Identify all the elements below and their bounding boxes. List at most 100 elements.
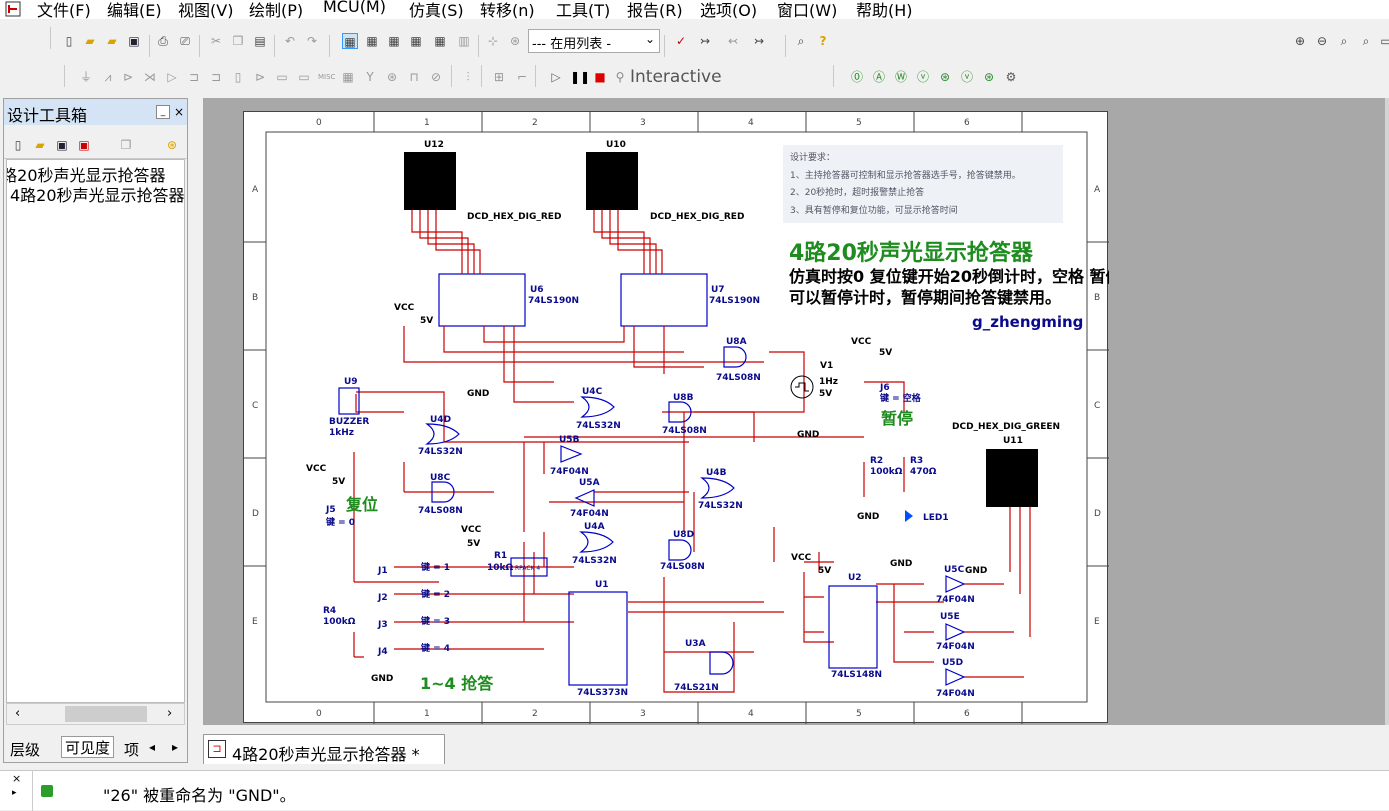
schematic-sheet[interactable]: 0 1 2 3 4 5 6 0 1 2 3 4 5 6 A B C D E A — [243, 111, 1109, 724]
place-cmos-icon[interactable]: ⊐ — [210, 70, 222, 84]
horizontal-scrollbar[interactable]: ‹ › — [6, 703, 185, 725]
zoom-find-icon[interactable]: ⌕ — [797, 34, 805, 48]
stop-icon[interactable]: ■ — [594, 70, 606, 84]
tab-project[interactable]: 项 — [124, 741, 140, 759]
design-toolbox-toggle-icon[interactable]: ▦ — [342, 33, 358, 49]
dock-icon[interactable]: _ — [156, 105, 170, 119]
menu-options[interactable]: 选项(O) — [700, 1, 758, 20]
canvas-vertical-scrollbar[interactable] — [1385, 98, 1389, 725]
menu-file[interactable]: 文件(F) — [37, 1, 91, 20]
document-tab[interactable]: ⊐ 4路20秒声光显示抢答器 * — [203, 734, 445, 764]
place-mcu-icon[interactable]: ▯ — [234, 70, 242, 84]
interactive-settings-icon[interactable]: ⚲ — [615, 70, 625, 84]
tab-scroll-right-icon[interactable]: ▸ — [172, 740, 179, 754]
place-source-icon[interactable]: ⏚ — [79, 70, 92, 84]
gear-icon[interactable]: ⚙ — [1005, 70, 1017, 84]
place-basic-icon[interactable]: ⩘ — [104, 70, 112, 84]
probe-current-icon[interactable]: Ⓐ — [872, 70, 885, 84]
redo-icon[interactable]: ↷ — [306, 34, 318, 48]
scroll-left-icon[interactable]: ‹ — [15, 706, 21, 721]
create-component-icon[interactable]: ⊹ — [487, 34, 499, 48]
undo-icon[interactable]: ↶ — [284, 34, 296, 48]
menu-view[interactable]: 视图(V) — [178, 1, 234, 20]
help-icon[interactable]: ? — [819, 34, 827, 48]
scroll-right-icon[interactable]: › — [167, 706, 173, 721]
new-design-icon[interactable]: ▯ — [14, 138, 22, 152]
zoom-out-icon[interactable]: ⊖ — [1316, 34, 1328, 48]
zoom-area-icon[interactable]: ⌕ — [1340, 34, 1348, 48]
place-wire-icon[interactable]: ⌐ — [516, 70, 528, 84]
tree-item-root[interactable]: 4路20秒声光显示抢答器 — [6, 166, 166, 185]
place-bus-icon[interactable]: ⊛ — [509, 34, 521, 48]
cut-icon[interactable]: ✂ — [210, 34, 222, 48]
component-wizard-icon[interactable]: ▦ — [434, 34, 446, 48]
zoom-sheet-icon[interactable]: ⌕ — [1362, 34, 1370, 48]
place-power-icon[interactable]: ▭ — [298, 70, 310, 84]
tree-item-child[interactable]: 4路20秒声光显示抢答器 — [10, 186, 185, 205]
menu-place[interactable]: 绘制(P) — [249, 1, 304, 20]
place-hierarchical-icon[interactable]: ⊘ — [430, 70, 442, 84]
tab-hierarchy[interactable]: 层级 — [10, 741, 41, 759]
probe-diff-icon[interactable]: ⓥ — [916, 70, 929, 84]
new-file-icon[interactable]: ▯ — [65, 34, 73, 48]
pause-icon[interactable]: ❚❚ — [570, 70, 591, 84]
zoom-in-icon[interactable]: ⊕ — [1294, 34, 1306, 48]
schematic-canvas[interactable]: 0 1 2 3 4 5 6 0 1 2 3 4 5 6 A B C D E A — [203, 98, 1389, 725]
menu-simulate[interactable]: 仿真(S) — [409, 1, 464, 20]
menu-edit[interactable]: 编辑(E) — [107, 1, 162, 20]
menu-tools[interactable]: 工具(T) — [556, 1, 611, 20]
database-manager-icon[interactable]: ▥ — [458, 34, 470, 48]
status-arrow-icon[interactable]: ▸ — [12, 788, 17, 798]
probe-voltage-icon[interactable]: ⓪ — [850, 70, 863, 84]
open-folder-icon[interactable]: ▰ — [85, 34, 95, 48]
open-design-icon[interactable]: ▰ — [35, 138, 45, 152]
save-icon[interactable]: ▣ — [128, 34, 140, 48]
scroll-thumb[interactable] — [65, 706, 147, 722]
interactive-label[interactable]: Interactive — [630, 67, 722, 87]
place-antenna-icon[interactable]: Y — [366, 70, 374, 84]
close-icon[interactable]: × — [174, 105, 185, 119]
place-electromech-icon[interactable]: ⊛ — [386, 70, 398, 84]
save-design-icon[interactable]: ▣ — [56, 138, 68, 152]
copy-icon[interactable]: ❐ — [232, 34, 244, 48]
menu-reports[interactable]: 报告(R) — [627, 1, 683, 20]
place-analog-icon[interactable]: ▷ — [167, 70, 177, 84]
in-use-list-dropdown[interactable]: --- 在用列表 - ⌄ — [528, 29, 660, 53]
grapher-icon[interactable]: ▦ — [388, 34, 400, 48]
copy-design-icon[interactable]: ❐ — [120, 138, 132, 152]
status-close-icon[interactable]: × — [12, 772, 22, 785]
place-connector-icon[interactable]: ⊓ — [409, 70, 419, 84]
place-rf-icon[interactable]: ▦ — [342, 70, 354, 84]
probe-digital-icon[interactable]: ⓥ — [960, 70, 973, 84]
back-annotate-icon[interactable]: ↣ — [699, 34, 711, 48]
open-sample-icon[interactable]: ▰ — [107, 34, 117, 48]
menu-help[interactable]: 帮助(H) — [856, 1, 913, 20]
place-bus-entry-icon[interactable]: ⫶ — [466, 70, 470, 84]
place-indicator-icon[interactable]: ▭ — [276, 70, 288, 84]
place-diode-icon[interactable]: ⊳ — [122, 70, 134, 84]
probe-settings-icon[interactable]: ⊛ — [983, 70, 995, 84]
close-design-icon[interactable]: ▣ — [78, 138, 90, 152]
place-mixed-icon[interactable]: ⊳ — [254, 70, 266, 84]
forward-annotate-icon[interactable]: ↢ — [727, 34, 739, 48]
place-transistor-icon[interactable]: ⋊ — [144, 70, 156, 84]
menu-mcu[interactable]: MCU(M) — [323, 0, 386, 16]
probe-ref-icon[interactable]: ⊛ — [939, 70, 951, 84]
paste-icon[interactable]: ▤ — [254, 34, 266, 48]
menu-transfer[interactable]: 转移(n) — [480, 1, 535, 20]
zoom-fit-icon[interactable]: ▭ — [1380, 34, 1389, 48]
transfer-icon[interactable]: ↣ — [753, 34, 765, 48]
place-junction-icon[interactable]: ⊞ — [493, 70, 505, 84]
postprocessor-icon[interactable]: ▦ — [410, 34, 422, 48]
tab-scroll-left-icon[interactable]: ◂ — [149, 740, 156, 754]
probe-power-icon[interactable]: Ⓦ — [894, 70, 907, 84]
print-icon[interactable]: ⎙ — [158, 34, 168, 48]
tab-visibility[interactable]: 可见度 — [61, 736, 115, 758]
erc-icon[interactable]: ✓ — [675, 34, 687, 48]
place-ttl-icon[interactable]: ⊐ — [188, 70, 200, 84]
menu-window[interactable]: 窗口(W) — [777, 1, 838, 20]
run-icon[interactable]: ▷ — [551, 70, 561, 84]
place-misc-icon[interactable]: MISC — [318, 73, 336, 81]
file-settings-icon[interactable]: ⊛ — [166, 138, 178, 152]
print-preview-icon[interactable]: ⎚ — [180, 34, 190, 48]
